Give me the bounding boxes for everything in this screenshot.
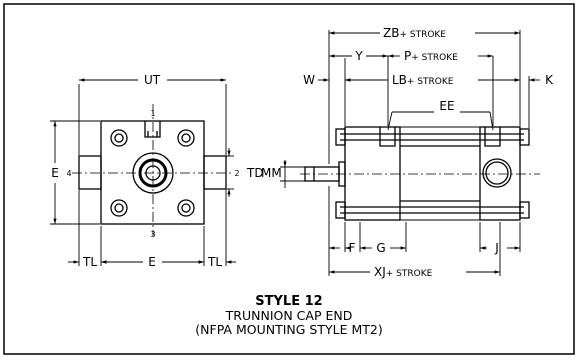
- dim-lb-stroke-label: + STROKE: [407, 77, 454, 87]
- dim-mm-label: MM: [261, 166, 282, 180]
- side-dimensions: [318, 30, 540, 276]
- tie-rod-nut-br: [177, 199, 195, 217]
- dim-j-label: J: [494, 241, 499, 255]
- svg-text:ZB+ STROKE: ZB+ STROKE: [383, 26, 446, 40]
- tie-rod-nut-head-bottom: [335, 201, 346, 219]
- dim-td-label: TD: [246, 166, 264, 180]
- front-centerlines: [72, 104, 232, 236]
- svg-text:P+ STROKE: P+ STROKE: [404, 49, 458, 63]
- cap-trunnion-outer: [482, 158, 512, 188]
- side-view: [304, 126, 530, 221]
- rod-diameter-marker: [280, 160, 305, 188]
- drawing-border: [3, 3, 575, 355]
- dim-p-label: P: [404, 49, 411, 63]
- dim-lb-label: LB: [392, 73, 407, 87]
- tie-rod-nut-bl: [110, 199, 128, 217]
- port-1-label: 1: [150, 109, 155, 118]
- port-4-label: 4: [66, 169, 71, 178]
- dim-e-vertical-label: E: [51, 166, 59, 180]
- dim-w-label: W: [303, 73, 315, 87]
- head-end-cap: [344, 126, 401, 221]
- dim-p-stroke-label: + STROKE: [411, 53, 458, 63]
- tie-rod-nut-head-top: [335, 128, 346, 146]
- tie-rod-nut-cap-top: [519, 128, 530, 146]
- dim-zb-stroke-label: + STROKE: [399, 30, 446, 40]
- dim-ee-label: EE: [439, 99, 454, 113]
- front-view: [78, 120, 227, 225]
- caption-subtitle: TRUNNION CAP END: [225, 308, 353, 323]
- dim-xj-stroke-label: + STROKE: [386, 269, 433, 279]
- dim-y-label: Y: [354, 49, 363, 63]
- dim-g-label: G: [376, 241, 385, 255]
- side-labels: ZB+ STROKE Y P+ STROKE W LB+ STROKE K EE…: [261, 26, 554, 279]
- port-cap: [484, 127, 501, 147]
- svg-text:LB+ STROKE: LB+ STROKE: [392, 73, 454, 87]
- dim-ut-label: UT: [144, 73, 161, 87]
- port-3-label: 3: [150, 230, 155, 239]
- tie-rod-nut-tr: [177, 129, 195, 147]
- svg-text:XJ+ STROKE: XJ+ STROKE: [374, 265, 433, 279]
- dim-f-label: F: [349, 241, 356, 255]
- front-labels: UT E 1 3 4 2 TD TL E TL: [51, 73, 263, 269]
- top-port: [144, 121, 161, 138]
- tie-rod-nut-cap-bottom: [519, 201, 530, 219]
- dim-xj-label: XJ: [374, 265, 386, 279]
- front-dimensions: [50, 78, 236, 266]
- dim-tl-left-label: TL: [82, 255, 97, 269]
- caption-style-title: STYLE 12: [255, 294, 323, 309]
- tie-rod-nut-tl: [110, 129, 128, 147]
- caption-mounting-style: (NFPA MOUNTING STYLE MT2): [195, 322, 383, 337]
- dim-tl-right-label: TL: [207, 255, 222, 269]
- port-2-label: 2: [234, 169, 239, 178]
- dim-e-horizontal-label: E: [148, 255, 156, 269]
- trunnion-pin-left: [78, 155, 102, 190]
- cap-trunnion-inner: [485, 161, 509, 185]
- dim-zb-label: ZB: [383, 26, 399, 40]
- trunnion-pin-right: [203, 155, 227, 190]
- dim-k-label: K: [545, 73, 554, 87]
- port-head: [379, 127, 396, 147]
